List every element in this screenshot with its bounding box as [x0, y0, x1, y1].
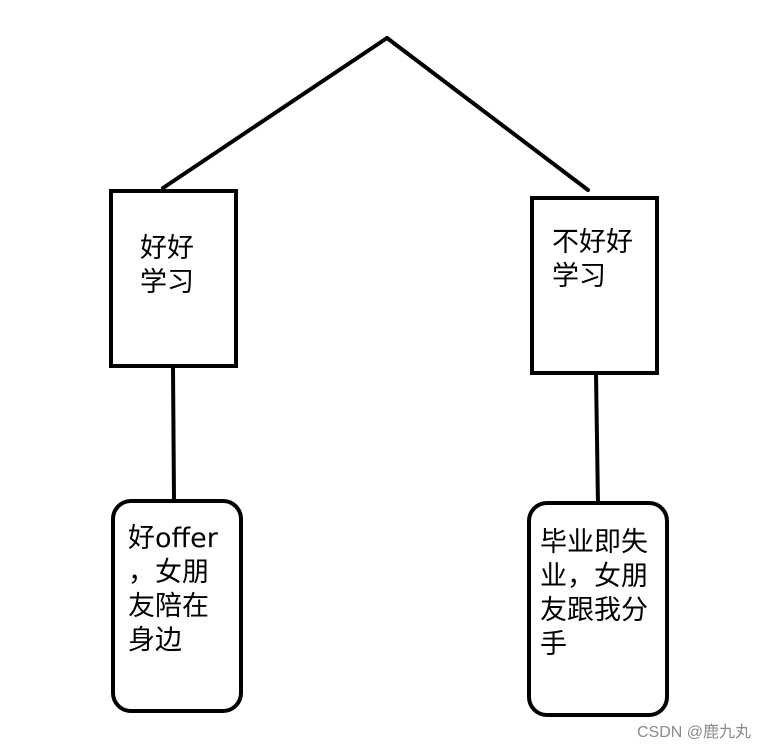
branch-line-right	[385, 36, 590, 192]
right-leaf-frame	[527, 501, 669, 717]
connector-left	[171, 367, 176, 501]
right-box-label: 不好好 学习	[552, 227, 633, 292]
branch-line-left	[161, 36, 389, 190]
left-box-label: 好好 学习	[140, 233, 194, 298]
left-box-frame	[109, 189, 238, 368]
right-leaf-label: 毕业即失 业，女朋 友跟我分 手	[540, 527, 648, 660]
left-leaf-label: 好offer ，女朋 友陪在 身边	[128, 523, 218, 656]
watermark-text: CSDN @鹿九丸	[636, 724, 751, 741]
right-box-frame	[530, 196, 659, 375]
connector-right	[594, 373, 600, 506]
left-leaf-frame	[111, 499, 243, 713]
